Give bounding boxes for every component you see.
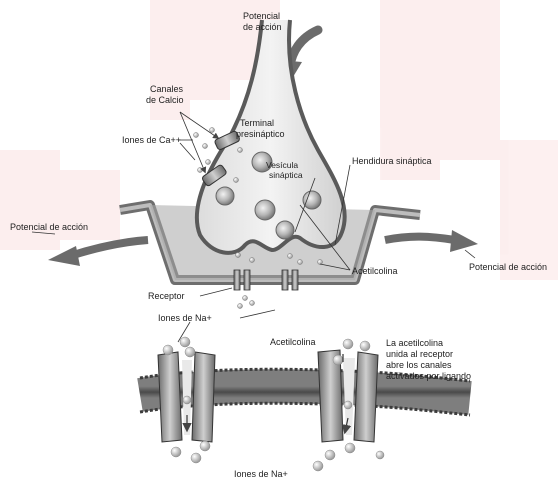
label-explanation-2: unida al receptor bbox=[386, 349, 453, 359]
label-action-potential-top-2: de acción bbox=[243, 22, 282, 32]
label-presynaptic-terminal-1: Terminal bbox=[240, 118, 274, 128]
action-potential-arrow-left bbox=[70, 240, 148, 256]
label-explanation-4: activados por ligando bbox=[386, 371, 471, 381]
action-potential-arrow-right bbox=[385, 237, 455, 240]
label-action-potential-top-1: Potencial bbox=[243, 11, 280, 21]
label-action-potential-right: Potencial de acción bbox=[469, 262, 547, 272]
label-synaptic-vesicle-2: sináptica bbox=[269, 170, 303, 180]
label-action-potential-left: Potencial de acción bbox=[10, 222, 88, 232]
label-calcium-channels-1: Canales bbox=[150, 84, 183, 94]
label-presynaptic-terminal-2: presináptico bbox=[236, 129, 285, 139]
label-acetylcholine-lower: Acetilcolina bbox=[270, 337, 316, 347]
label-receptor: Receptor bbox=[148, 291, 185, 301]
ligand-gated-channel-right bbox=[318, 350, 378, 442]
label-synaptic-cleft: Hendidura sináptica bbox=[352, 156, 432, 166]
label-sodium-ions-lower: Iones de Na+ bbox=[234, 469, 288, 479]
label-calcium-ions: Iones de Ca++ bbox=[122, 135, 181, 145]
label-calcium-channels-2: de Calcio bbox=[146, 95, 184, 105]
label-explanation-3: abre los canales bbox=[386, 360, 452, 370]
label-synaptic-vesicle-1: Vesícula bbox=[266, 160, 298, 170]
label-sodium-ions-upper: Iones de Na+ bbox=[158, 313, 212, 323]
label-acetylcholine-upper: Acetilcolina bbox=[352, 266, 398, 276]
action-potential-arrow-top bbox=[290, 30, 318, 66]
label-explanation-1: La acetilcolina bbox=[386, 338, 443, 348]
